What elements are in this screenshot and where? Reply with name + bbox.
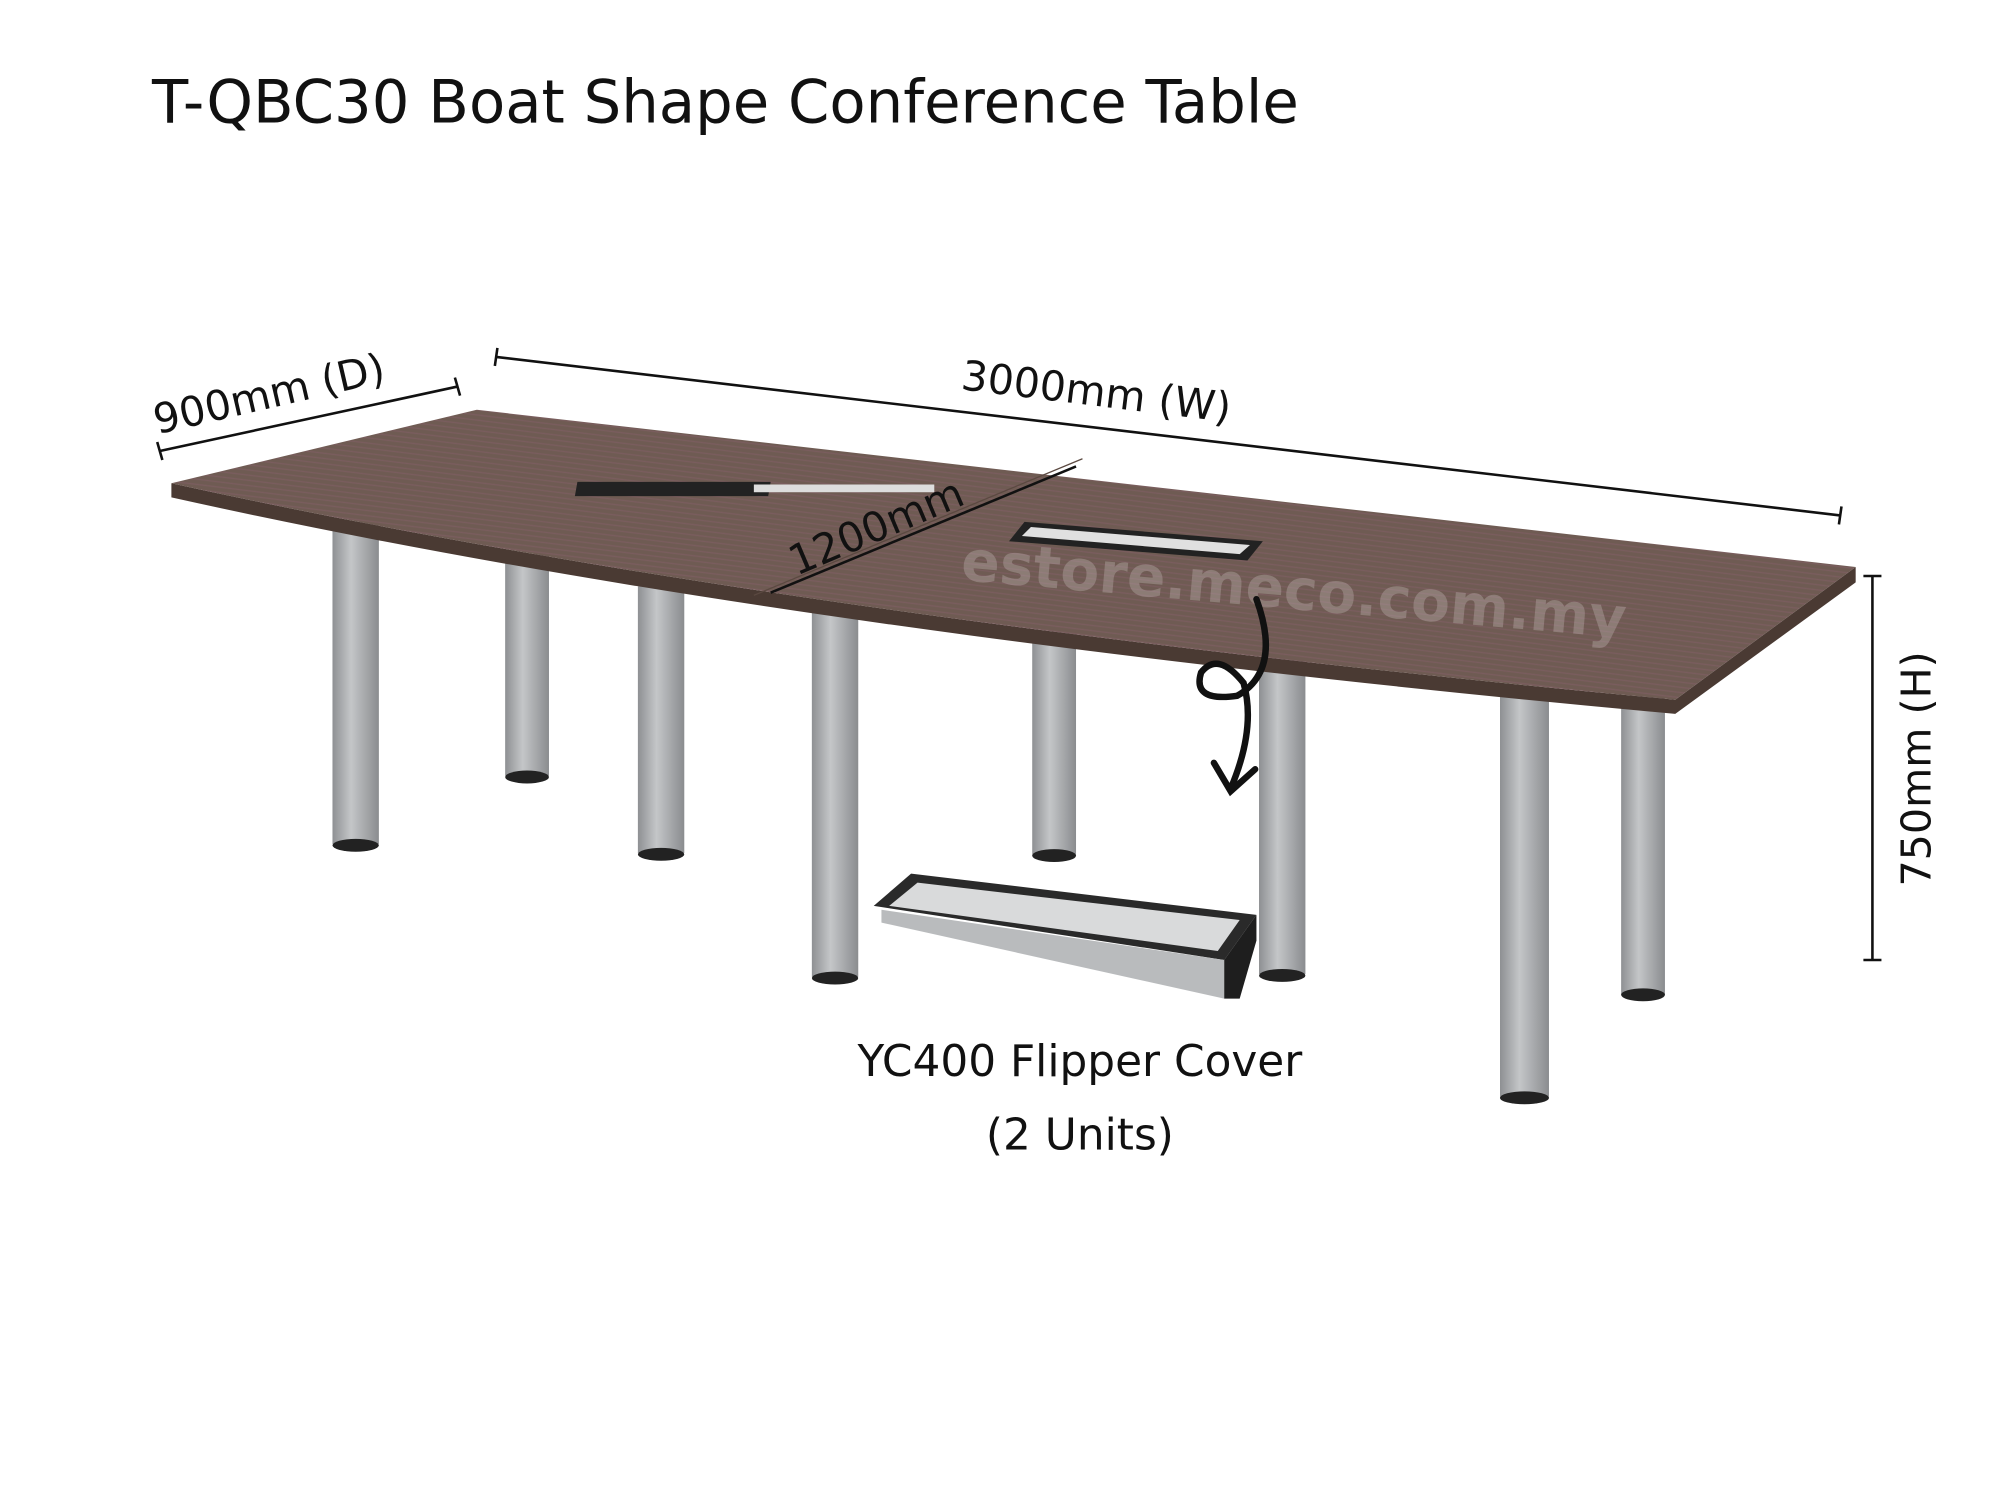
flipper-cover-image bbox=[873, 873, 1257, 999]
cable-flipper-slot bbox=[1009, 521, 1263, 561]
accessory-quantity: (2 Units) bbox=[986, 1109, 1174, 1160]
curved-arrow-icon bbox=[1196, 595, 1270, 792]
tabletop bbox=[171, 409, 1856, 714]
dimension-lines bbox=[155, 347, 1882, 962]
table-leg bbox=[1500, 689, 1549, 1105]
table-leg bbox=[1032, 631, 1077, 863]
width-dimension-label: 3000mm (W) bbox=[959, 351, 1234, 432]
table-leg bbox=[1259, 657, 1306, 982]
table-leg bbox=[637, 586, 685, 861]
depth-dimension-label: 900mm (D) bbox=[149, 344, 390, 444]
arrow-head-icon bbox=[1210, 759, 1259, 797]
table-legs bbox=[332, 521, 1665, 1105]
table-leg bbox=[505, 554, 549, 784]
table-leg bbox=[332, 521, 379, 852]
cable-flipper-slot bbox=[574, 481, 935, 497]
page-title: T-QBC30 Boat Shape Conference Table bbox=[151, 67, 1299, 136]
table-leg bbox=[811, 605, 859, 985]
height-dimension-label: 750mm (H) bbox=[1892, 651, 1940, 886]
accessory-name: YC400 Flipper Cover bbox=[857, 1036, 1303, 1087]
table-leg bbox=[1621, 695, 1665, 1002]
